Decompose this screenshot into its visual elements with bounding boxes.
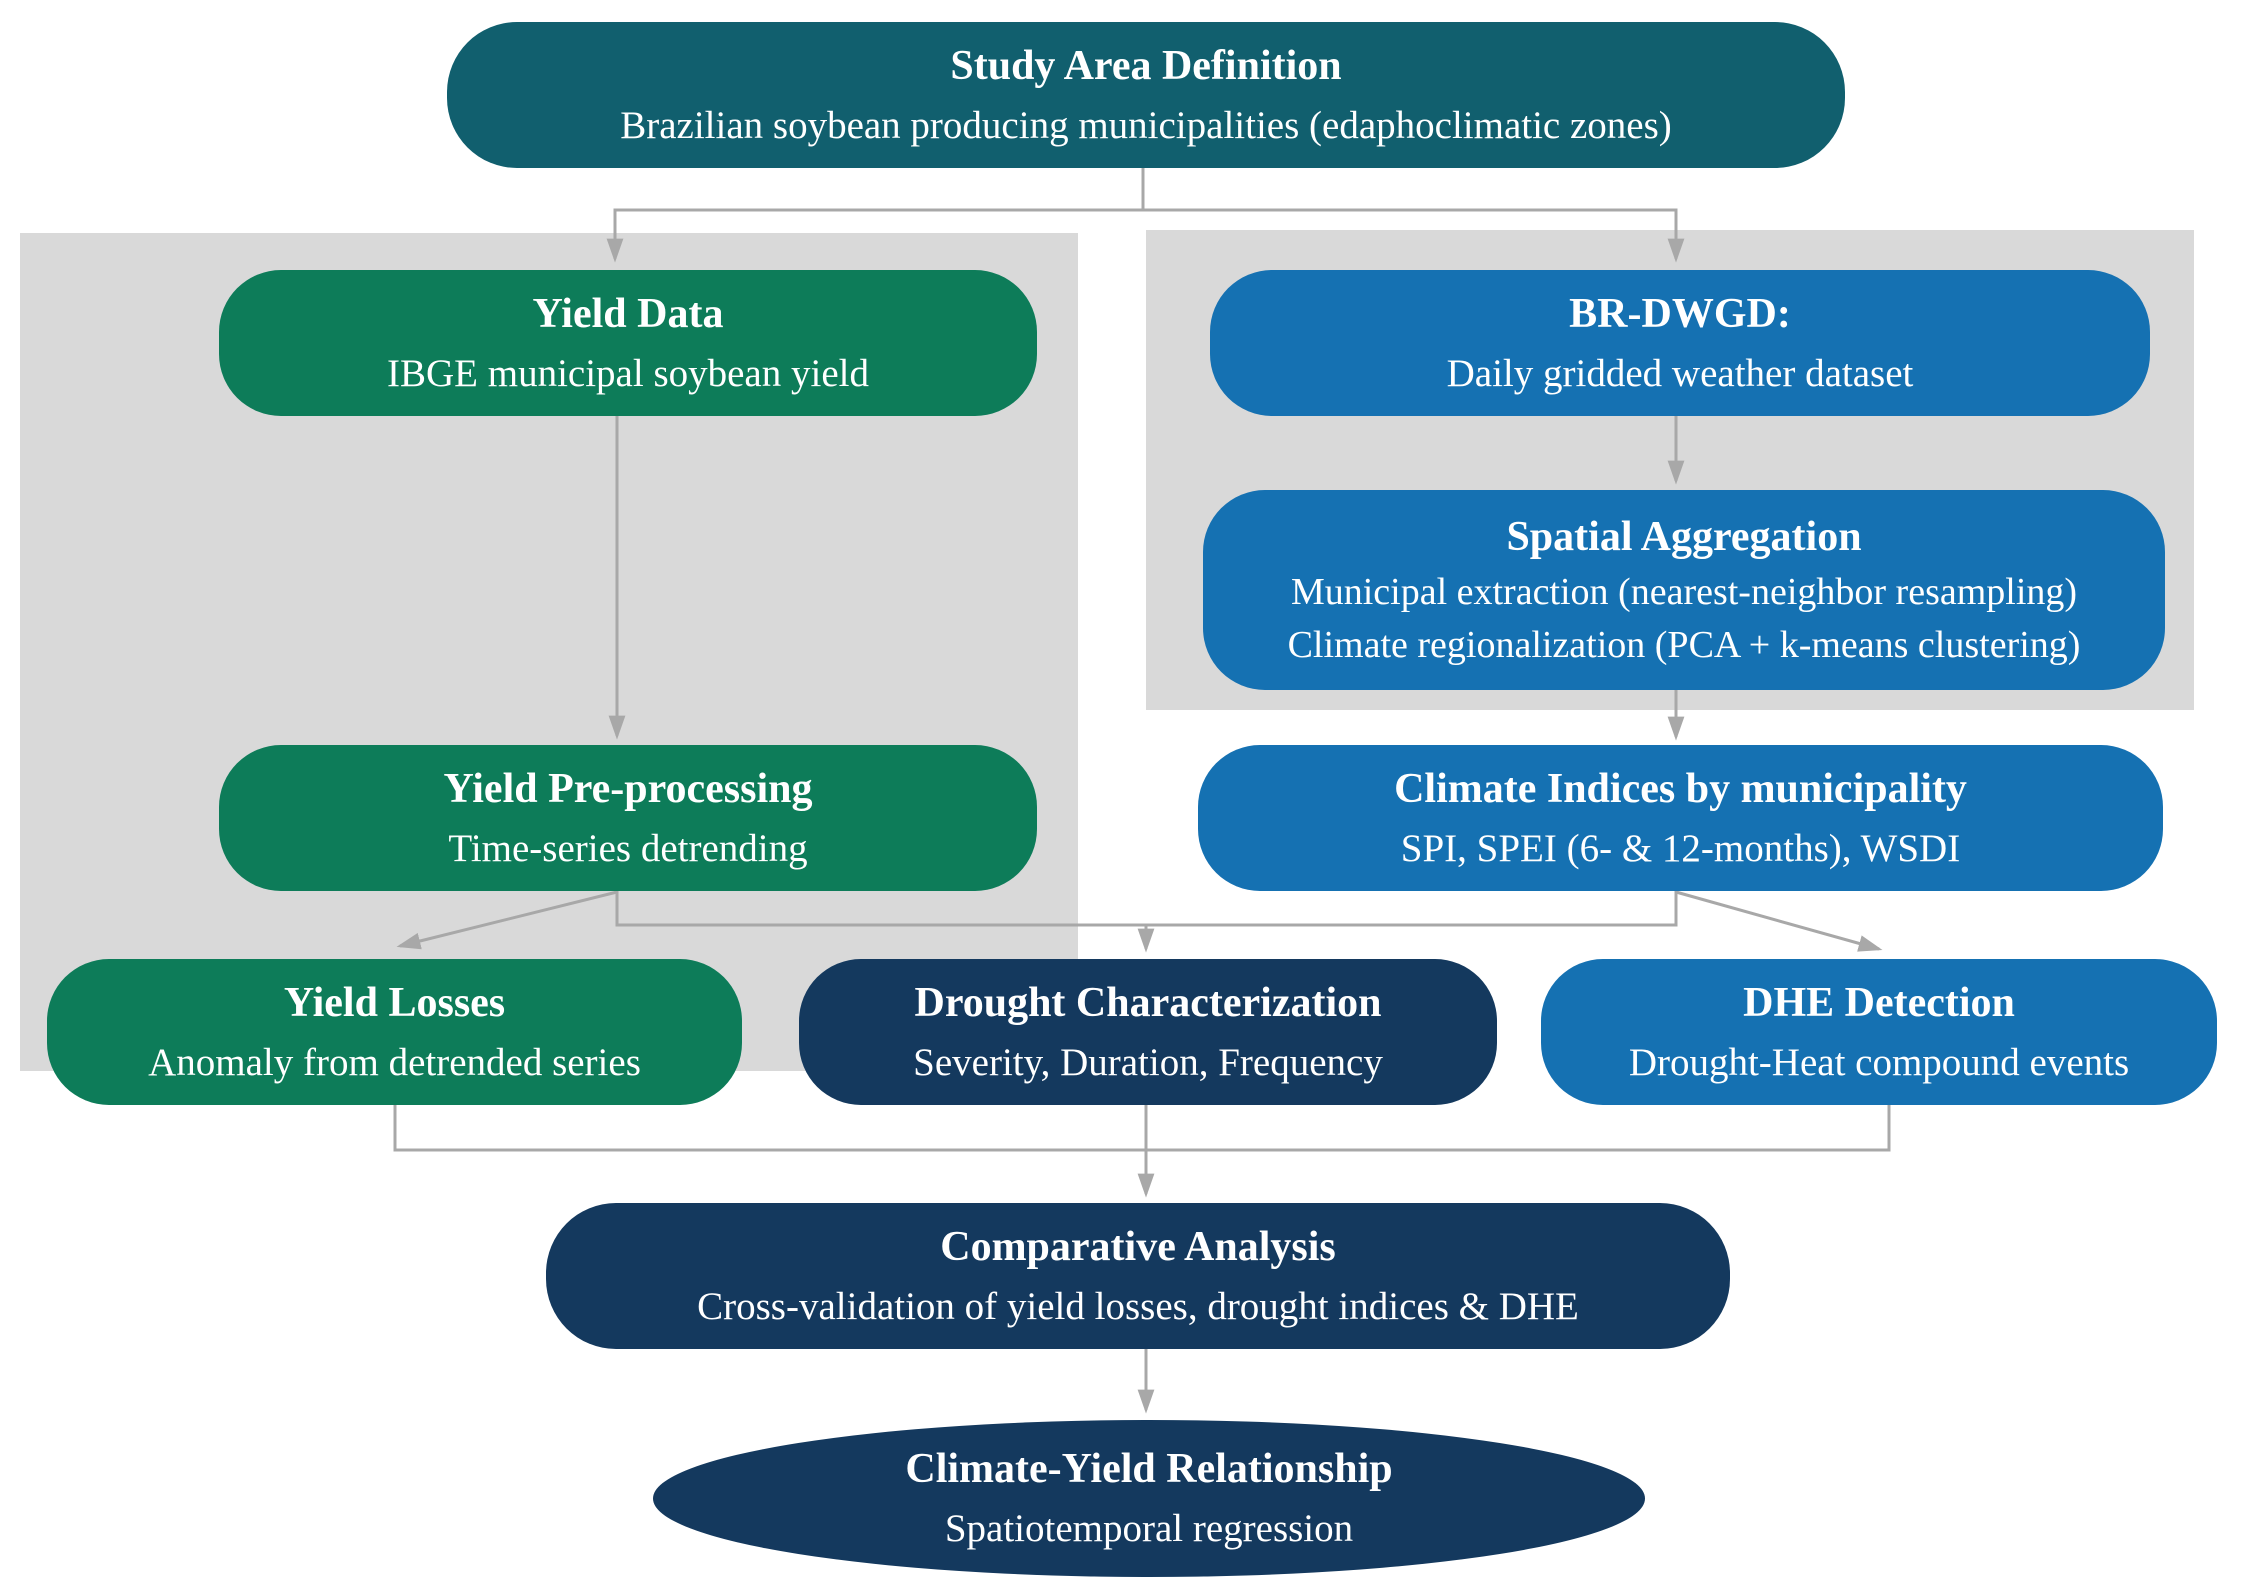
- node-line-1: Municipal extraction (nearest-neighbor r…: [1290, 571, 2078, 614]
- node-title: Climate-Yield Relationship: [905, 1446, 1393, 1493]
- node-yield-data: Yield Data IBGE municipal soybean yield: [219, 270, 1037, 416]
- node-subtitle: Daily gridded weather dataset: [1446, 351, 1914, 395]
- node-title: Drought Characterization: [914, 979, 1382, 1026]
- node-title: Comparative Analysis: [940, 1223, 1336, 1270]
- node-yield-losses: Yield Losses Anomaly from detrended seri…: [47, 959, 742, 1105]
- node-subtitle: Drought-Heat compound events: [1628, 1040, 2130, 1084]
- node-subtitle: Cross-validation of yield losses, drough…: [697, 1284, 1579, 1328]
- node-climate-indices: Climate Indices by municipality SPI, SPE…: [1198, 745, 2163, 891]
- node-title: Yield Data: [532, 290, 724, 337]
- node-drought-characterization: Drought Characterization Severity, Durat…: [799, 959, 1497, 1105]
- node-comparative-analysis: Comparative Analysis Cross-validation of…: [546, 1203, 1730, 1349]
- node-subtitle: Brazilian soybean producing municipaliti…: [620, 103, 1672, 147]
- node-title: Study Area Definition: [950, 42, 1342, 89]
- node-title: Climate Indices by municipality: [1394, 765, 1967, 812]
- node-dhe-detection: DHE Detection Drought-Heat compound even…: [1541, 959, 2217, 1105]
- node-title: Yield Losses: [283, 979, 506, 1026]
- node-subtitle: Spatiotemporal regression: [944, 1507, 1354, 1551]
- node-title: Yield Pre-processing: [443, 765, 813, 812]
- node-line-2: Climate regionalization (PCA + k-means c…: [1287, 623, 2081, 666]
- node-yield-preprocessing: Yield Pre-processing Time-series detrend…: [219, 745, 1037, 891]
- node-climate-yield-relationship: Climate-Yield Relationship Spatiotempora…: [653, 1420, 1645, 1577]
- connector-indices-to-dhe: [1675, 890, 1883, 952]
- node-title: Spatial Aggregation: [1506, 514, 1862, 561]
- node-subtitle: IBGE municipal soybean yield: [387, 351, 869, 395]
- node-br-dwgd: BR-DWGD: Daily gridded weather dataset: [1210, 270, 2150, 416]
- node-spatial-aggregation: Spatial Aggregation Municipal extraction…: [1203, 490, 2165, 690]
- node-subtitle: SPI, SPEI (6- & 12-months), WSDI: [1400, 826, 1961, 870]
- connector-preprocessing-to-losses: [396, 890, 618, 950]
- node-study-area-definition: Study Area Definition Brazilian soybean …: [447, 22, 1845, 168]
- node-subtitle: Anomaly from detrended series: [148, 1040, 641, 1084]
- node-title: BR-DWGD:: [1569, 290, 1791, 337]
- node-subtitle: Time-series detrending: [448, 826, 808, 870]
- node-subtitle: Severity, Duration, Frequency: [913, 1040, 1383, 1084]
- node-title: DHE Detection: [1743, 979, 2015, 1026]
